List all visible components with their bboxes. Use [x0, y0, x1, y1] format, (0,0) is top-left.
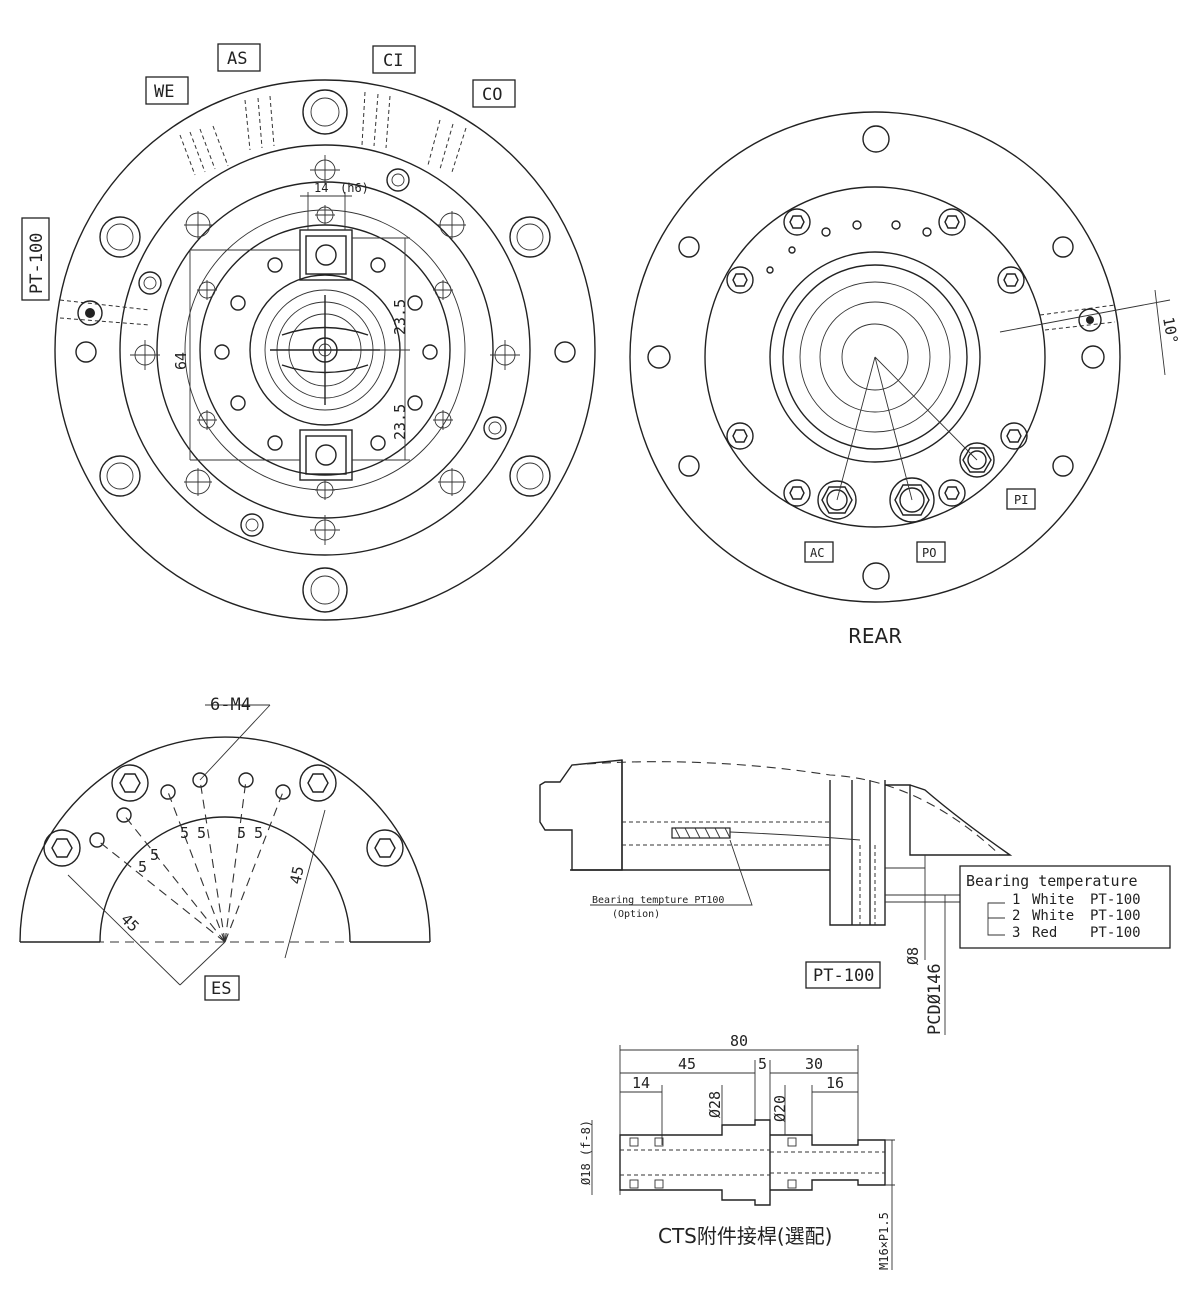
- fit-dim-thread: M16×P1.5: [877, 1212, 891, 1270]
- legend-item-1-color: White: [1032, 892, 1074, 908]
- rear-view: 10° AC PO PI REAR: [629, 111, 1181, 648]
- dim-fit-h6: (h6): [340, 181, 369, 195]
- legend-item-1-num: 1: [1012, 892, 1020, 908]
- fit-dim-16: 16: [826, 1074, 844, 1092]
- port-label-ac: AC: [810, 546, 824, 560]
- legend-item-3-sensor: PT-100: [1090, 925, 1141, 941]
- fit-dim-5: 5: [758, 1055, 767, 1073]
- bearing-note: Bearing tempture PT100: [592, 895, 724, 906]
- port-label-as: AS: [227, 49, 247, 69]
- rear-title: REAR: [848, 624, 902, 648]
- sector-dim-45-left: 45: [117, 910, 143, 936]
- fit-dim-dia18: Ø18 (f-8): [579, 1120, 593, 1185]
- es-label: ES: [211, 979, 231, 999]
- fit-dim-dia20: Ø20: [771, 1095, 789, 1122]
- pt100-label-front: PT-100: [27, 233, 47, 294]
- sector-dim-45-right: 45: [286, 864, 307, 885]
- dim-14: 14: [314, 181, 328, 195]
- sector-dim-5e: 5: [237, 824, 246, 842]
- port-label-we: WE: [154, 82, 174, 102]
- legend-item-3-color: Red: [1032, 925, 1057, 941]
- port-label-po: PO: [922, 546, 936, 560]
- dim-23-5-bottom: 23.5: [391, 404, 409, 440]
- rear-angle: 10°: [1159, 316, 1181, 346]
- fit-dim-14: 14: [632, 1074, 650, 1092]
- front-view: 64 23.5 23.5 14 (h6) WE AS CI CO PT-100: [21, 43, 596, 621]
- legend-item-3-num: 3: [1012, 925, 1020, 941]
- fitting-title: CTS附件接桿(選配): [658, 1224, 832, 1248]
- sector-dim-5d: 5: [197, 824, 206, 842]
- bearing-option: (Option): [612, 909, 660, 920]
- port-label-co: CO: [482, 85, 502, 105]
- sector-dim-5f: 5: [254, 824, 263, 842]
- pt100-label-side: PT-100: [813, 966, 874, 986]
- dim-23-5-top: 23.5: [391, 299, 409, 335]
- fit-dim-dia28: Ø28: [706, 1091, 724, 1118]
- legend-item-2-sensor: PT-100: [1090, 908, 1141, 924]
- side-dim-d8: Ø8: [904, 947, 922, 965]
- legend-item-2-color: White: [1032, 908, 1074, 924]
- sector-thread-label: 6-M4: [210, 695, 251, 715]
- sector-dim-5c: 5: [180, 824, 189, 842]
- sector-dim-5a: 5: [138, 858, 147, 876]
- legend-item-1-sensor: PT-100: [1090, 892, 1141, 908]
- fit-dim-45: 45: [678, 1055, 696, 1073]
- side-view: Bearing tempture PT100 (Option) Ø8 PCDØ1…: [539, 759, 1171, 1035]
- sector-view: 6-M4 5 5 5 5 5 5 45 45 ES: [19, 695, 431, 1001]
- side-dim-pcd: PCDØ146: [925, 963, 945, 1035]
- fit-dim-30: 30: [805, 1055, 823, 1073]
- legend-item-2-num: 2: [1012, 908, 1020, 924]
- port-label-ci: CI: [383, 51, 403, 71]
- dim-64: 64: [172, 352, 190, 370]
- sector-dim-5b: 5: [150, 846, 159, 864]
- fit-dim-80: 80: [730, 1032, 748, 1050]
- port-label-pi: PI: [1014, 493, 1028, 507]
- legend-title: Bearing temperature: [966, 872, 1138, 890]
- fitting-view: 80 45 5 30 14 16 Ø28 Ø20 Ø18 (f-8) M16×P…: [579, 1032, 895, 1270]
